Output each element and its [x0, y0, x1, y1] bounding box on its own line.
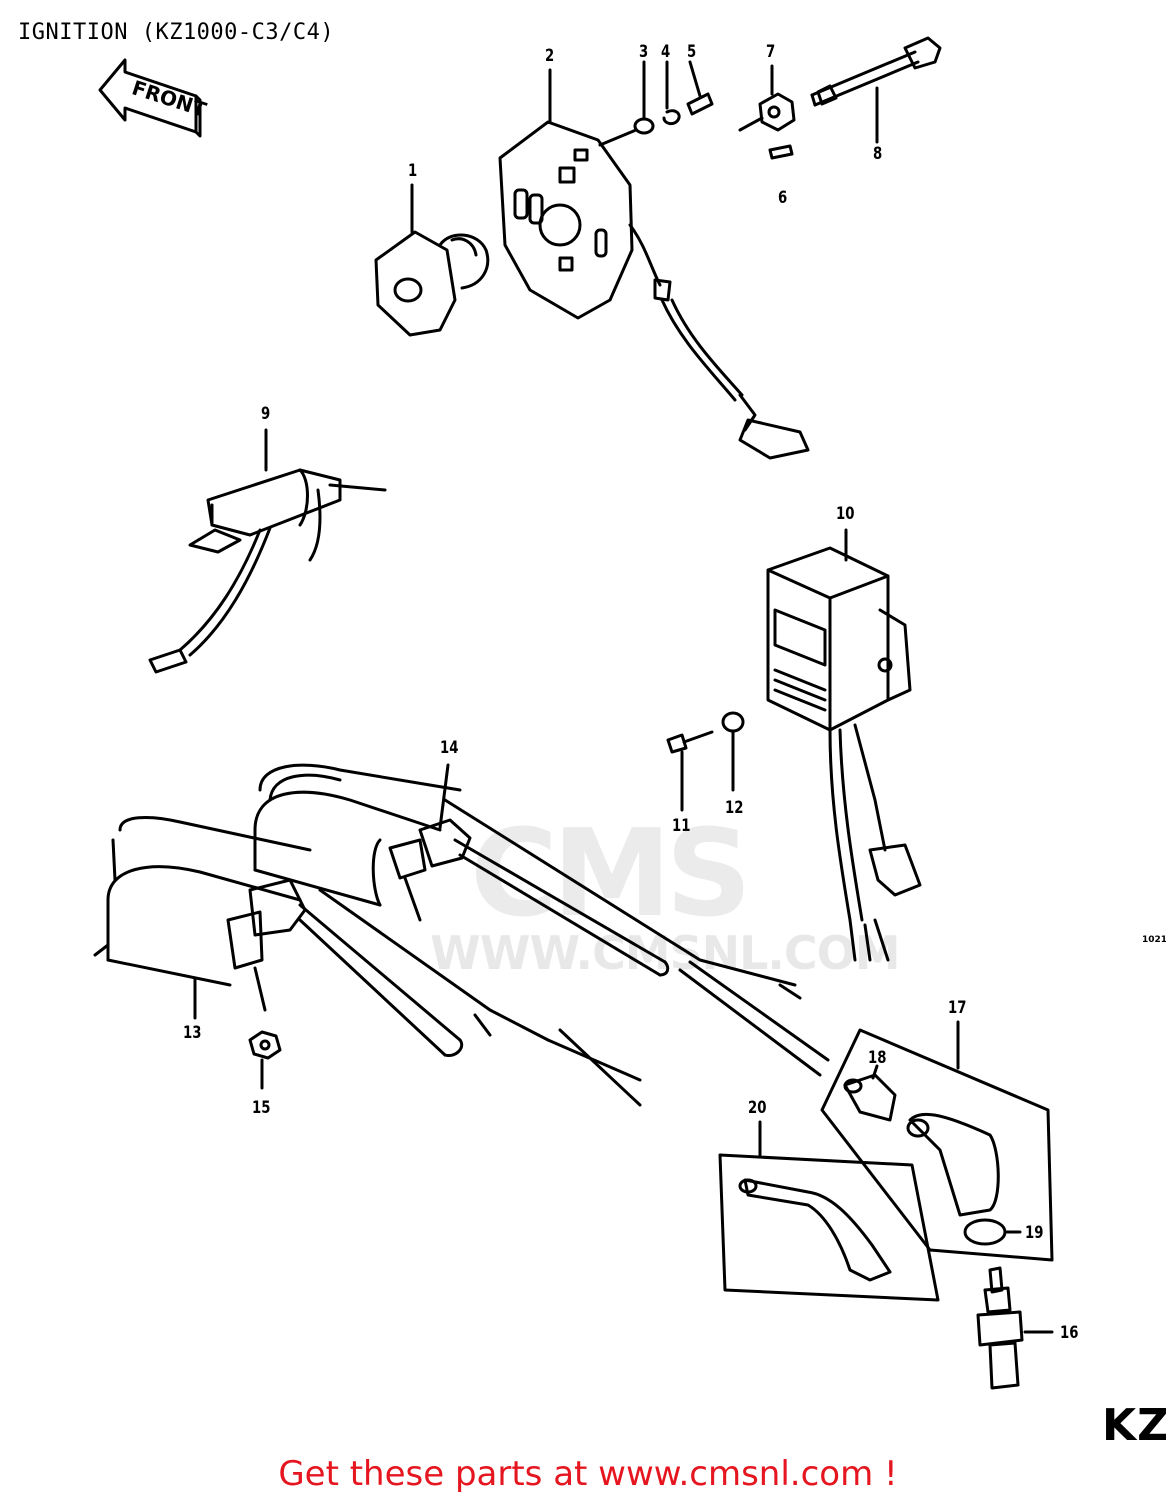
- page-title: IGNITION (KZ1000-C3/C4): [18, 20, 335, 45]
- callout-2: 2: [545, 46, 555, 66]
- part-20-plug-cap: [718, 1120, 940, 1302]
- callout-9: 9: [261, 404, 271, 424]
- front-arrow-icon: FRONT: [98, 58, 210, 138]
- callout-19: 19: [1025, 1223, 1044, 1243]
- callout-1: 1: [408, 161, 418, 181]
- part-10-ic-igniter: [766, 528, 922, 962]
- callout-16: 16: [1060, 1323, 1079, 1343]
- part-18-plug-cap: [843, 1064, 897, 1122]
- part-11-bolt: [666, 730, 714, 812]
- part-15-nut: [248, 1030, 282, 1090]
- part-13-ignition-coil: [93, 816, 642, 1107]
- part-12-washer: [721, 711, 745, 792]
- part-17-plug-cap-assembly: [820, 1020, 1054, 1262]
- callout-7: 7: [766, 42, 776, 62]
- part-14-ignition-coil: [253, 763, 830, 1077]
- callout-17: 17: [948, 998, 967, 1018]
- callout-10: 10: [836, 504, 855, 524]
- watermark-url: WWW.CMSNL.COM: [430, 926, 901, 980]
- callout-4: 4: [661, 42, 671, 62]
- callout-20: 20: [748, 1098, 767, 1118]
- part-3-washer: [598, 60, 655, 147]
- part-16-spark-plug: [976, 1266, 1054, 1390]
- part-8-bolt: [810, 36, 942, 144]
- callout-13: 13: [183, 1023, 202, 1043]
- callout-15: 15: [252, 1098, 271, 1118]
- promo-link[interactable]: Get these parts at www.cmsnl.com !: [278, 1454, 898, 1494]
- part-9-condenser: [148, 428, 387, 674]
- callout-3: 3: [639, 42, 649, 62]
- callout-6: 6: [778, 188, 788, 208]
- part-19-seal: [906, 1112, 1022, 1246]
- model-tag: KZ: [1102, 1400, 1166, 1451]
- part-2-pickup-plate: [498, 68, 810, 460]
- callout-11: 11: [672, 816, 691, 836]
- part-5-screw: [686, 60, 714, 116]
- callout-18: 18: [868, 1048, 887, 1068]
- part-6-pin: [768, 144, 794, 160]
- callout-14: 14: [440, 738, 459, 758]
- part-1-pickup-rotor: [374, 183, 490, 337]
- callout-12: 12: [725, 798, 744, 818]
- callout-8: 8: [873, 144, 883, 164]
- callout-5: 5: [687, 42, 697, 62]
- diagram-code: 1021: [1142, 935, 1166, 945]
- part-7-timing-nut: [738, 64, 796, 132]
- part-4-lock-washer: [662, 60, 681, 126]
